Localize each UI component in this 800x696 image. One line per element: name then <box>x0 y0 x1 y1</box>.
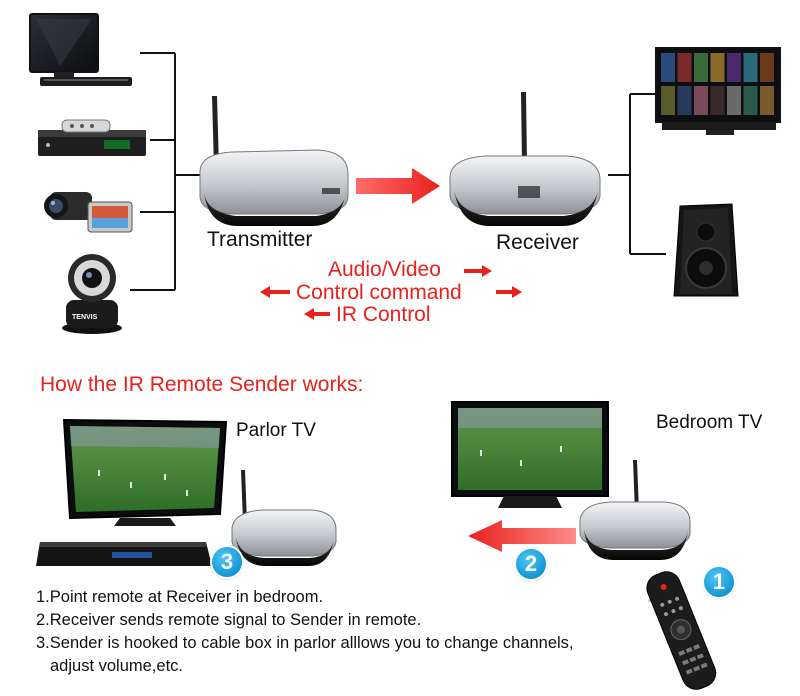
movie-poster-thumbnail <box>694 53 708 82</box>
movie-poster-thumbnail <box>694 86 708 115</box>
movie-poster-thumbnail <box>727 53 741 82</box>
speaker-icon <box>673 203 739 297</box>
bedroom-tv-icon <box>451 401 609 508</box>
movie-poster-thumbnail <box>661 53 675 82</box>
camcorder-icon <box>44 192 133 233</box>
step-1-text: 1.Point remote at Receiver in bedroom. <box>36 588 324 606</box>
set-top-box-icon <box>38 119 146 156</box>
camera-brand: TENVIS <box>72 314 98 321</box>
movie-poster-thumbnail <box>661 86 675 115</box>
step-badge-1: 1 <box>704 567 734 597</box>
section-title: How the IR Remote Sender works: <box>40 373 364 396</box>
source-connector-lines <box>130 52 200 291</box>
remote-control-icon <box>646 571 717 690</box>
ir-control-arrow <box>304 308 330 320</box>
movie-poster-thumbnail <box>743 86 758 115</box>
audio-video-arrow <box>464 265 492 277</box>
bedroom-receiver-device-icon <box>579 460 691 560</box>
step-3-text: 3.Sender is hooked to cable box in parlo… <box>36 634 574 652</box>
ip-camera-icon <box>62 254 122 334</box>
ir-control-label: IR Control <box>336 303 431 326</box>
step-badge-3: 3 <box>212 547 242 577</box>
parlor-sender-device-icon <box>231 470 337 566</box>
signal-arrows <box>260 265 522 320</box>
remote-signal-arrow <box>468 520 576 552</box>
movie-poster-thumbnail <box>710 86 725 115</box>
output-connector-lines <box>608 93 666 255</box>
control-right-arrow <box>496 286 522 298</box>
transmit-arrow <box>356 168 440 204</box>
parlor-tv-label: Parlor TV <box>236 420 316 441</box>
step-3-continued-text: adjust volume,etc. <box>50 657 183 675</box>
control-left-arrow <box>260 286 290 298</box>
flat-tv-icon <box>29 13 132 86</box>
bedroom-tv-label: Bedroom TV <box>656 412 763 433</box>
audio-video-label: Audio/Video <box>328 258 441 281</box>
movie-poster-thumbnail <box>710 53 725 82</box>
transmitter-label: Transmitter <box>207 228 313 251</box>
movie-poster-thumbnail <box>760 53 774 82</box>
control-command-label: Control command <box>296 281 462 304</box>
blu-ray-player-icon <box>36 542 212 566</box>
step-badge-2: 2 <box>516 549 546 579</box>
movie-poster-thumbnail <box>677 53 692 82</box>
step-2-text: 2.Receiver sends remote signal to Sender… <box>36 611 422 629</box>
output-tv-icon <box>655 47 781 135</box>
receiver-label: Receiver <box>496 231 579 254</box>
movie-poster-thumbnail <box>677 86 692 115</box>
parlor-tv-icon <box>62 418 228 526</box>
movie-poster-thumbnail <box>760 86 774 115</box>
receiver-device-icon <box>449 92 601 226</box>
transmitter-device-icon <box>199 96 349 226</box>
movie-poster-thumbnail <box>743 53 758 82</box>
movie-poster-thumbnail <box>727 86 741 115</box>
